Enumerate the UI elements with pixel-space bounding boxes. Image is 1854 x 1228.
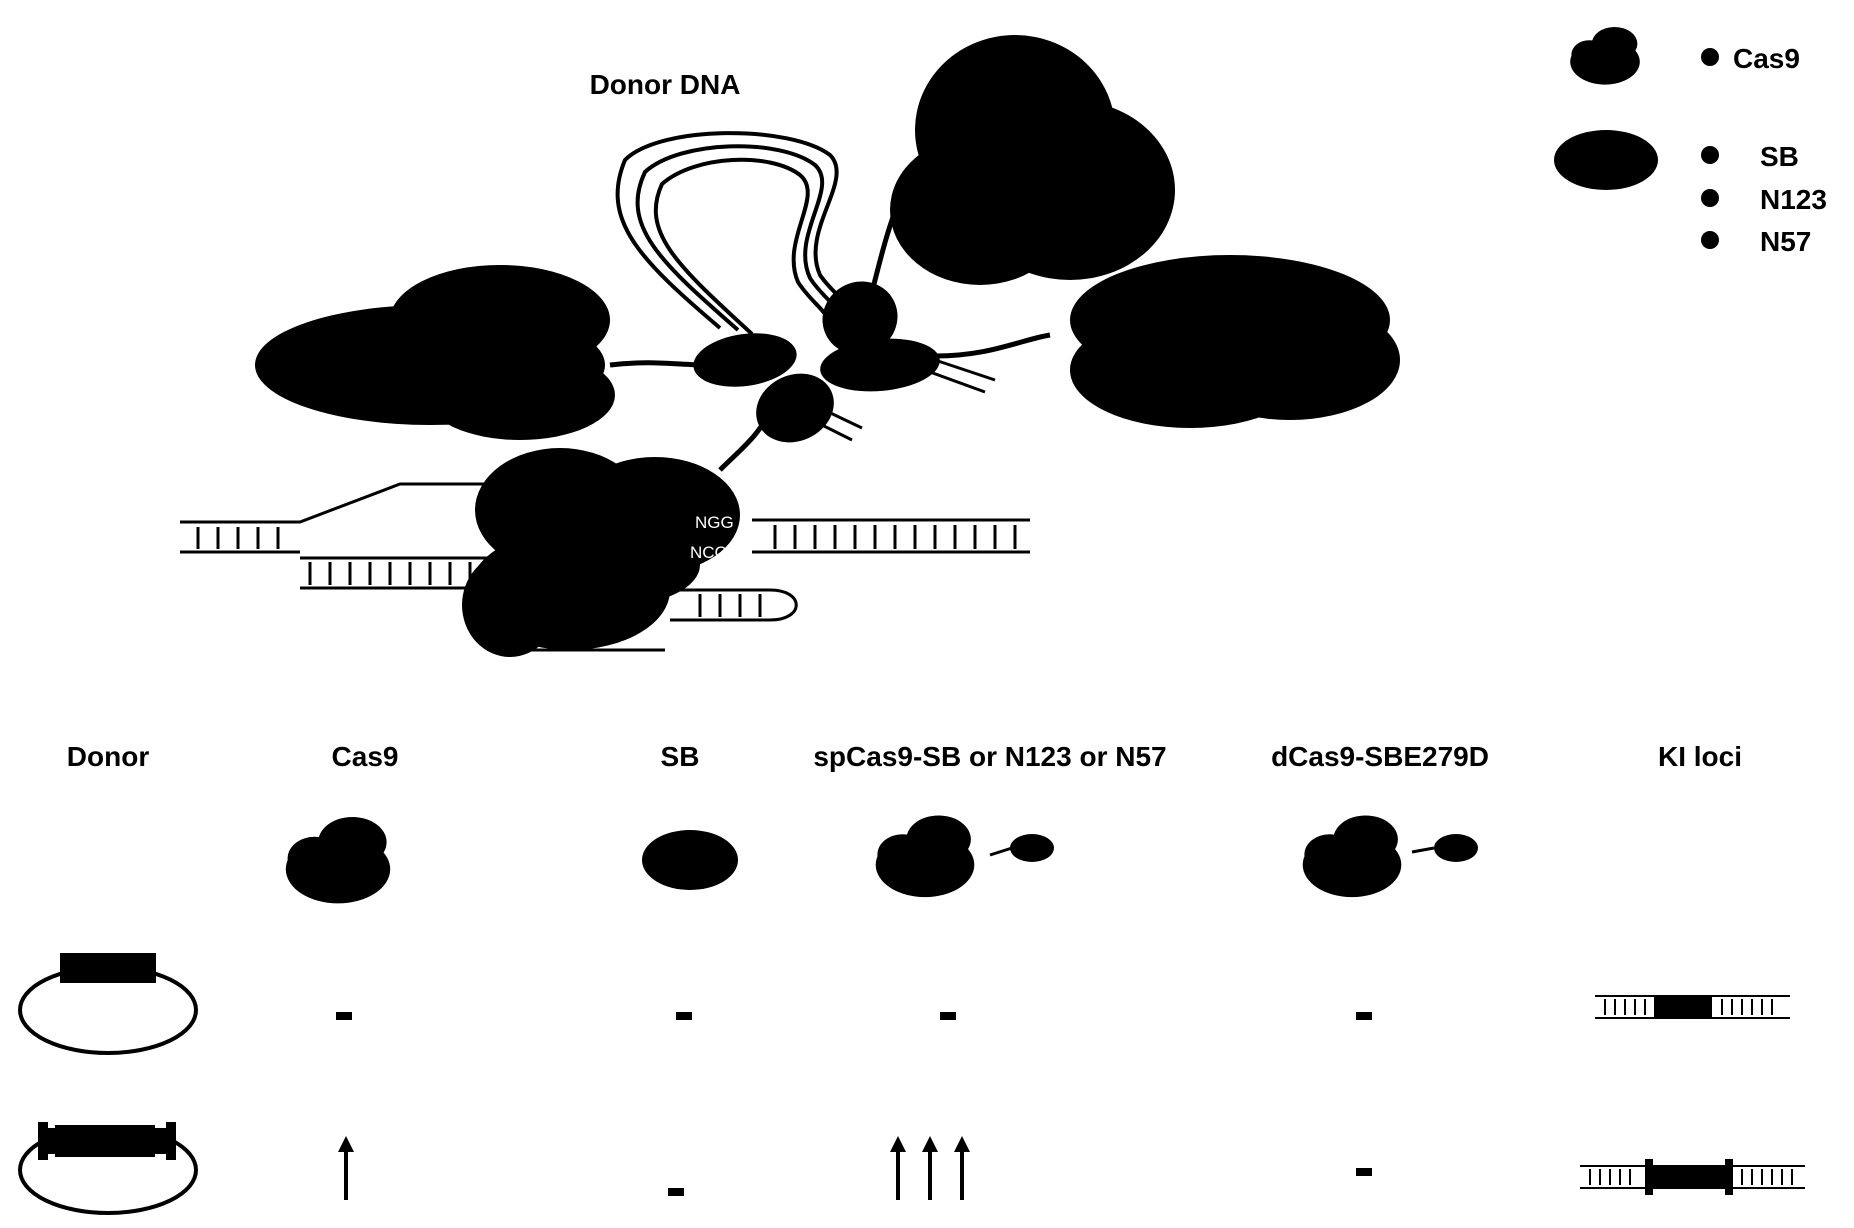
legend-label-cas9: Cas9 xyxy=(1733,43,1800,74)
no-change-dash xyxy=(1356,1012,1372,1020)
header-ki-loci: KI loci xyxy=(1658,741,1742,772)
header-sb: SB xyxy=(661,741,700,772)
no-change-dash xyxy=(1356,1168,1372,1176)
ki-locus-integrated-icon xyxy=(1580,1159,1805,1195)
cas9-protein-right xyxy=(1070,255,1400,428)
increase-arrow-icon xyxy=(920,1134,940,1202)
legend: Cas9 SB N123 N57 xyxy=(1554,26,1827,257)
donor-plasmid-icon xyxy=(18,953,198,1055)
spcas9-sb-fusion-icon xyxy=(875,815,1054,898)
no-change-dash xyxy=(940,1012,956,1020)
column-headers: Donor Cas9 SB spCas9-SB or N123 or N57 d… xyxy=(67,741,1742,772)
cas9-icon xyxy=(285,817,391,904)
no-change-dash xyxy=(676,1012,692,1020)
dna-base-pairs xyxy=(196,525,1017,647)
legend-bullet-cas9 xyxy=(1701,48,1719,66)
pam-bottom-label: NCC xyxy=(690,543,727,562)
table-row xyxy=(18,953,1790,1055)
cas9-bound-complex xyxy=(462,448,740,657)
legend-label-n123: N123 xyxy=(1760,184,1827,215)
legend-bullet-sb xyxy=(1701,146,1719,164)
header-dcas9-sbe279d: dCas9-SBE279D xyxy=(1271,741,1489,772)
legend-bullet-n57 xyxy=(1701,231,1719,249)
legend-bullet-n123 xyxy=(1701,189,1719,207)
header-cas9: Cas9 xyxy=(332,741,399,772)
ki-locus-icon xyxy=(1595,995,1790,1019)
sb-transposase-complex xyxy=(693,281,940,443)
donor-dna-strands xyxy=(615,131,852,336)
donor-plasmid-with-arms-icon xyxy=(18,1122,198,1215)
increase-arrow-icon xyxy=(952,1134,972,1202)
pam-top-label: NGG xyxy=(695,513,734,532)
sb-icon xyxy=(642,830,738,890)
header-fusion: spCas9-SB or N123 or N57 xyxy=(813,741,1166,772)
increase-arrow-icon xyxy=(336,1134,356,1202)
legend-sb-icon xyxy=(1554,130,1658,190)
header-donor: Donor xyxy=(67,741,150,772)
donor-dna-title: Donor DNA xyxy=(590,69,741,100)
no-change-dash xyxy=(336,1012,352,1020)
dcas9-sbe279d-icon xyxy=(1302,815,1478,898)
no-change-dash xyxy=(668,1188,684,1196)
legend-label-sb: SB xyxy=(1760,141,1799,172)
increase-arrow-icon xyxy=(888,1134,908,1202)
cas9-protein-top xyxy=(890,35,1175,285)
cas9-protein-left xyxy=(255,265,615,440)
table-row xyxy=(18,1122,1805,1215)
legend-label-n57: N57 xyxy=(1760,226,1811,257)
legend-cas9-icon xyxy=(1570,26,1640,85)
